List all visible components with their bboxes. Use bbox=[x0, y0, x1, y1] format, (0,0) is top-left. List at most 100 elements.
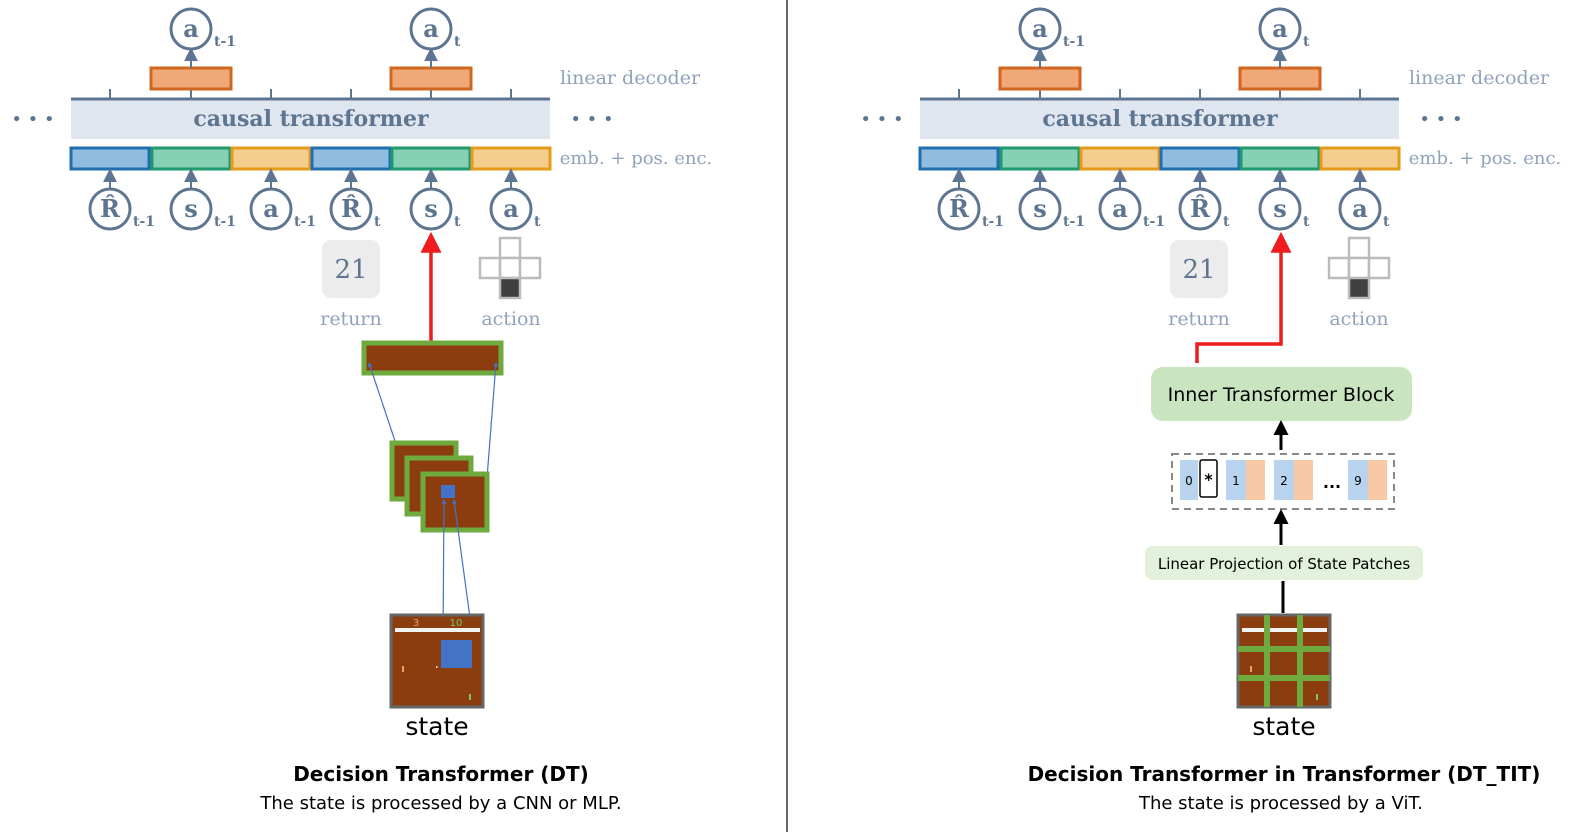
input-token-circle bbox=[329, 187, 373, 231]
input-token-symbol: s bbox=[1033, 194, 1047, 223]
return-chip bbox=[1170, 240, 1228, 298]
patch-position-token bbox=[1226, 460, 1246, 500]
cnn-projection-line bbox=[367, 362, 399, 451]
cls-token-star: * bbox=[1204, 470, 1213, 489]
patch-embedding-token bbox=[1246, 460, 1265, 500]
conv-kernel-marker bbox=[441, 485, 455, 498]
input-token-circle bbox=[1018, 187, 1062, 231]
input-token-subscript: t-1 bbox=[294, 214, 316, 230]
action-label: action bbox=[481, 308, 540, 330]
output-token-symbol: a bbox=[183, 14, 199, 43]
output-token-circle bbox=[1258, 7, 1302, 51]
panel-title: Decision Transformer in Transformer (DT_… bbox=[1028, 762, 1541, 786]
input-token-subscript: t-1 bbox=[133, 214, 155, 230]
input-token-circle bbox=[1338, 187, 1382, 231]
panel-title: Decision Transformer (DT) bbox=[293, 762, 589, 786]
return-chip bbox=[322, 240, 380, 298]
output-token-symbol: a bbox=[1272, 14, 1288, 43]
patch-index: 2 bbox=[1280, 474, 1288, 488]
return-label: return bbox=[1168, 308, 1230, 330]
ellipsis-right: • • • bbox=[570, 109, 613, 130]
embedding-label: emb. + pos. enc. bbox=[1409, 148, 1562, 169]
input-token-subscript: t bbox=[534, 214, 541, 230]
game-state-screen bbox=[1236, 613, 1332, 709]
linear-decoder-label: linear decoder bbox=[1409, 67, 1550, 89]
output-token-subscript: t bbox=[1303, 34, 1310, 50]
output-token-symbol: a bbox=[423, 14, 439, 43]
embedding-token bbox=[1159, 146, 1241, 171]
input-token-circle bbox=[249, 187, 293, 231]
input-token-subscript: t bbox=[1303, 214, 1310, 230]
embedding-label: emb. + pos. enc. bbox=[560, 148, 713, 169]
input-token-circle bbox=[937, 187, 981, 231]
action-label: action bbox=[1329, 308, 1388, 330]
input-token-symbol: s bbox=[1273, 194, 1287, 223]
linear-projection-block bbox=[1145, 546, 1423, 580]
input-token-subscript: t-1 bbox=[982, 214, 1004, 230]
return-value: 21 bbox=[334, 255, 367, 285]
embedding-token bbox=[1079, 146, 1161, 171]
linear-decoder-label: linear decoder bbox=[560, 67, 701, 89]
input-token-symbol: a bbox=[1112, 194, 1128, 223]
conv-receptive-field bbox=[441, 640, 472, 668]
screen-score-left: 3 bbox=[413, 618, 419, 629]
panel-subtitle: The state is processed by a ViT. bbox=[1138, 793, 1423, 814]
embedding-token bbox=[69, 146, 151, 171]
output-token-circle bbox=[169, 7, 213, 51]
embedding-token bbox=[1319, 146, 1401, 171]
input-token-subscript: t-1 bbox=[1063, 214, 1085, 230]
ellipsis-right: • • • bbox=[1419, 109, 1462, 130]
cls-position-token bbox=[1180, 460, 1198, 500]
ellipsis-left: • • • bbox=[860, 109, 903, 130]
linear-decoder-block bbox=[1238, 66, 1322, 91]
state-label: state bbox=[1252, 712, 1315, 741]
input-token-symbol: a bbox=[1352, 194, 1368, 223]
embedding-token bbox=[470, 146, 552, 171]
input-token-subscript: t bbox=[1383, 214, 1390, 230]
linear-decoder-block bbox=[149, 66, 233, 91]
output-token-subscript: t-1 bbox=[1063, 34, 1085, 50]
input-token-symbol: a bbox=[503, 194, 519, 223]
embedding-token bbox=[310, 146, 392, 171]
state-label: state bbox=[405, 712, 468, 741]
panel-subtitle: The state is processed by a CNN or MLP. bbox=[259, 793, 621, 814]
causal-transformer-label: causal transformer bbox=[1042, 106, 1278, 132]
input-token-symbol: R̂ bbox=[1190, 194, 1211, 223]
return-label: return bbox=[320, 308, 382, 330]
patch-embedding-token bbox=[1368, 460, 1387, 500]
embedding-token bbox=[150, 146, 232, 171]
return-value: 21 bbox=[1182, 255, 1215, 285]
patch-ellipsis: ... bbox=[1323, 473, 1341, 492]
causal-transformer-label: causal transformer bbox=[193, 106, 429, 132]
input-token-symbol: a bbox=[263, 194, 279, 223]
input-token-subscript: t-1 bbox=[1143, 214, 1165, 230]
input-token-symbol: s bbox=[424, 194, 438, 223]
output-token-circle bbox=[1018, 7, 1062, 51]
output-token-subscript: t-1 bbox=[214, 34, 236, 50]
input-token-circle bbox=[489, 187, 533, 231]
input-token-circle bbox=[1258, 187, 1302, 231]
input-token-symbol: R̂ bbox=[341, 194, 362, 223]
patch-grid-line bbox=[1297, 615, 1303, 707]
state-embedding-arrow bbox=[1195, 231, 1292, 363]
input-token-circle bbox=[1178, 187, 1222, 231]
linear-decoder-block bbox=[998, 66, 1082, 91]
input-token-subscript: t-1 bbox=[214, 214, 236, 230]
input-token-symbol: R̂ bbox=[949, 194, 970, 223]
causal-transformer-block bbox=[71, 99, 550, 139]
ellipsis-left: • • • bbox=[11, 109, 54, 130]
embedding-token bbox=[1239, 146, 1321, 171]
input-token-circle bbox=[409, 187, 453, 231]
output-token-subscript: t bbox=[454, 34, 461, 50]
output-token-circle bbox=[409, 7, 453, 51]
game-state-screen: 3 10 bbox=[389, 613, 485, 709]
input-token-circle bbox=[88, 187, 132, 231]
input-token-symbol: s bbox=[184, 194, 198, 223]
action-dpad-icon bbox=[1327, 236, 1391, 300]
